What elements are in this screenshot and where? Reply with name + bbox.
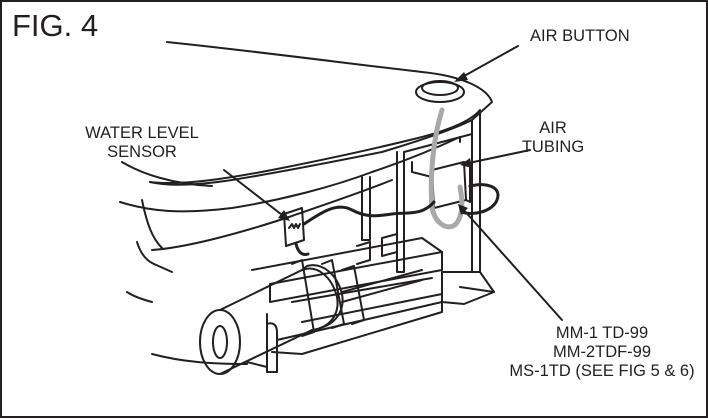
leader-arrowheads bbox=[278, 72, 472, 221]
pump-rails bbox=[251, 233, 443, 355]
tub-rim bbox=[119, 41, 493, 365]
tub-support-frame bbox=[361, 111, 495, 305]
electrical-cable bbox=[294, 183, 500, 256]
label-model-numbers: MM-1 TD-99 MM-2TDF-99 MS-1TD (SEE FIG 5 … bbox=[502, 324, 702, 381]
label-air-tubing: AIR TUBING bbox=[518, 119, 588, 157]
leader-lines bbox=[223, 45, 563, 321]
label-model-number-2: MM-2TDF-99 bbox=[552, 343, 652, 361]
label-water-level-sensor: WATER LEVEL SENSOR bbox=[57, 124, 227, 162]
pump-motor bbox=[199, 259, 423, 375]
figure-title: FIG. 4 bbox=[12, 8, 99, 43]
air-button bbox=[415, 80, 465, 103]
water-level-sensor-box bbox=[283, 207, 305, 247]
label-water-level-sensor-line-2: SENSOR bbox=[107, 143, 177, 161]
label-model-number-3: MS-1TD (SEE FIG 5 & 6) bbox=[509, 362, 695, 380]
control-box bbox=[431, 161, 471, 209]
label-air-tubing-line-1: AIR bbox=[539, 119, 567, 137]
label-air-tubing-line-2: TUBING bbox=[521, 138, 585, 156]
label-water-level-sensor-line-1: WATER LEVEL bbox=[85, 124, 199, 142]
label-model-number-1: MM-1 TD-99 bbox=[555, 324, 649, 342]
label-air-button: AIR BUTTON bbox=[530, 27, 630, 45]
